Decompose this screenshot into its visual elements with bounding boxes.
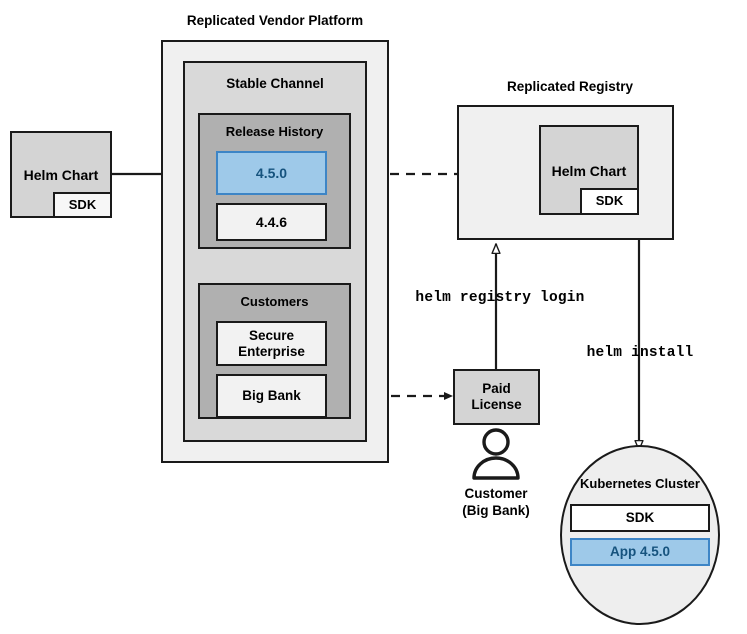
source-helm-chart-sdk[interactable]: SDK — [53, 192, 112, 218]
kubernetes-cluster-label: Kubernetes Cluster — [580, 476, 700, 491]
person-icon-body — [472, 456, 520, 480]
release-item-4-4-6[interactable]: 4.4.6 — [216, 203, 327, 241]
cluster-component-app[interactable]: App 4.5.0 — [570, 538, 710, 566]
registry-helm-chart-sdk-label: SDK — [595, 193, 624, 209]
cluster-component-sdk-label: SDK — [625, 510, 655, 526]
customer-actor-label-line2: (Big Bank) — [462, 503, 530, 518]
customer-actor-label-line1: Customer — [464, 486, 528, 501]
registry-title: Replicated Registry — [506, 79, 634, 94]
stable-channel-label: Stable Channel — [226, 76, 324, 91]
cluster-component-sdk[interactable]: SDK — [570, 504, 710, 532]
command-helm-registry-login: helm registry login — [415, 290, 585, 306]
registry-helm-chart-sdk[interactable]: SDK — [580, 188, 639, 215]
command-helm-install: helm install — [586, 345, 694, 361]
source-helm-chart-sdk-label: SDK — [68, 196, 97, 212]
customers-label: Customers — [240, 294, 309, 309]
kubernetes-cluster-container — [560, 445, 720, 625]
cluster-component-app-label: App 4.5.0 — [609, 544, 671, 560]
source-helm-chart-label: Helm Chart — [23, 167, 99, 183]
release-history-label: Release History — [225, 124, 324, 139]
vendor-platform-title: Replicated Vendor Platform — [186, 13, 364, 28]
release-item-4-5-0-label: 4.5.0 — [255, 164, 288, 181]
customer-item-big-bank-label: Big Bank — [242, 388, 301, 404]
customer-item-big-bank[interactable]: Big Bank — [216, 374, 327, 418]
release-item-4-5-0[interactable]: 4.5.0 — [216, 151, 327, 195]
registry-helm-chart-label: Helm Chart — [551, 163, 627, 179]
person-icon-head — [482, 428, 510, 456]
release-item-4-4-6-label: 4.4.6 — [255, 213, 288, 230]
